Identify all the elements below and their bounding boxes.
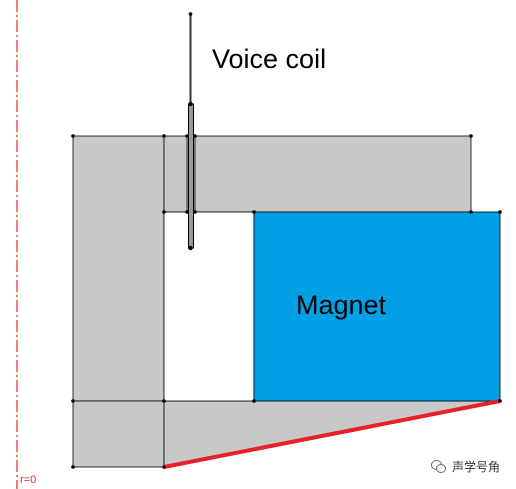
wechat-icon — [430, 460, 447, 473]
axis-label: r=0 — [20, 474, 37, 486]
voice-coil — [188, 103, 194, 249]
magnet-label: Magnet — [296, 290, 387, 320]
vertex — [71, 399, 75, 403]
air-gap — [163, 211, 255, 402]
vertex — [185, 210, 189, 214]
vertex — [469, 210, 473, 214]
vertex — [162, 399, 166, 403]
vertex — [188, 12, 193, 16]
vertex — [252, 210, 256, 214]
vertex — [71, 134, 75, 138]
vertex — [185, 134, 189, 138]
watermark: 声学号角 — [430, 458, 500, 475]
watermark-text: 声学号角 — [451, 460, 500, 474]
vertex — [162, 134, 166, 138]
magnet — [253, 211, 501, 402]
vertex — [162, 465, 166, 469]
vertex — [498, 210, 502, 214]
pole-piece — [72, 135, 165, 402]
vertex — [162, 210, 166, 214]
boundary-line — [163, 399, 501, 469]
vertex — [498, 399, 502, 403]
vertex — [252, 399, 256, 403]
vertex — [193, 210, 197, 214]
vertex — [71, 465, 75, 469]
top-plate — [163, 135, 472, 213]
vertex — [469, 134, 473, 138]
vertex — [193, 134, 197, 138]
vertex — [188, 245, 193, 251]
vertex — [188, 101, 193, 107]
bottom-plate-inner — [72, 400, 165, 468]
voice-coil-label: Voice coil — [212, 44, 327, 74]
mesh-vertices — [71, 12, 502, 469]
